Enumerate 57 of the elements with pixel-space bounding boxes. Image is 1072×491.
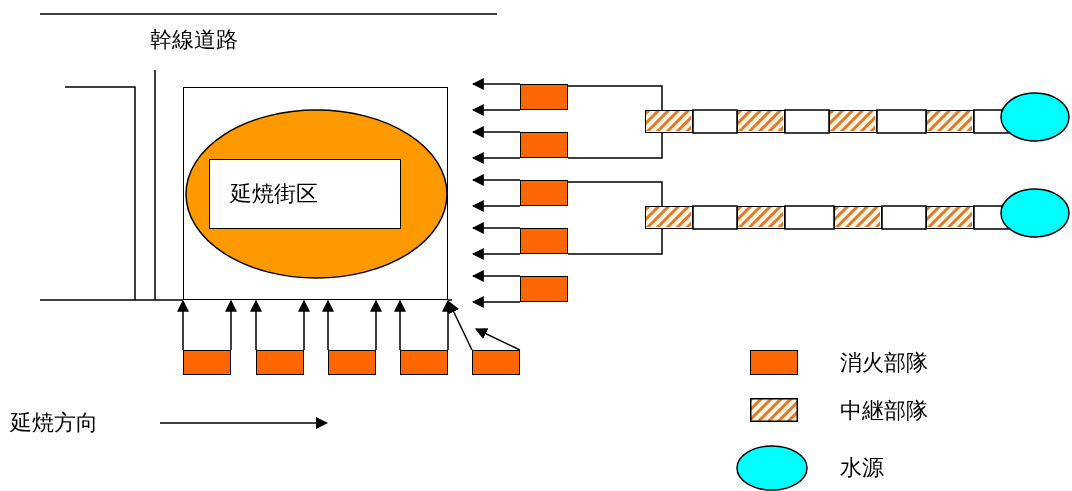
relay-unit-box [926,206,974,229]
hose-line [784,109,830,134]
hose-arrow [471,104,521,116]
relay-unit-box [926,110,974,133]
hose-line [567,228,663,255]
water-source-ellipse [1000,92,1070,142]
fire-unit-box [520,180,568,206]
hose-arrow [471,248,521,260]
water-source-ellipse [1000,188,1070,238]
hose-line [567,181,663,207]
fire-unit-box [520,228,568,254]
hose-arrow [471,174,521,186]
text-label: 幹線道路 [150,27,238,53]
legend-label: 水源 [840,455,884,481]
relay-unit-box [737,110,785,133]
fire-unit-box [328,350,376,375]
hose-line [881,205,927,230]
hose-arrow [471,270,521,282]
hose-arrow [471,126,521,138]
text-label: 延焼方向 [10,410,98,436]
burning-area-ellipse [185,109,448,279]
hose-line [692,205,738,230]
relay-unit-box [737,206,785,229]
hose-line [567,85,663,111]
hose-arrow [471,78,521,90]
hose-arrow [225,299,237,351]
fire-unit-box [520,132,568,158]
hose-arrow [448,300,473,351]
fire-unit-box [183,350,231,375]
hose-arrow [471,222,521,234]
fire-unit-box [520,84,568,110]
district-label-box: 延焼街区 [209,159,401,229]
fire-unit-box [256,350,304,375]
hose-arrow [370,299,382,351]
hose-line [692,109,738,134]
hose-arrow [471,152,521,164]
hose-arrow [177,299,189,351]
relay-unit-box [834,206,882,229]
hose-line [876,109,927,134]
hose-line [567,132,663,159]
fire-unit-box [520,276,568,302]
hose-arrow [250,299,262,351]
city-block-box [183,87,448,300]
legend-label: 消火部隊 [840,350,928,376]
relay-unit-box [645,206,693,229]
hose-arrow [471,296,521,308]
hose-arrow [471,200,521,212]
hose-line [784,205,835,230]
hose-arrow [322,299,334,351]
legend-label: 中継部隊 [840,398,928,424]
relay-unit-box [829,110,877,133]
hose-arrow [474,328,521,351]
relay-unit-box [645,110,693,133]
hose-arrow [394,299,406,351]
fire-unit-box [472,350,520,375]
hose-arrow [298,299,310,351]
fire-unit-box [400,350,448,375]
